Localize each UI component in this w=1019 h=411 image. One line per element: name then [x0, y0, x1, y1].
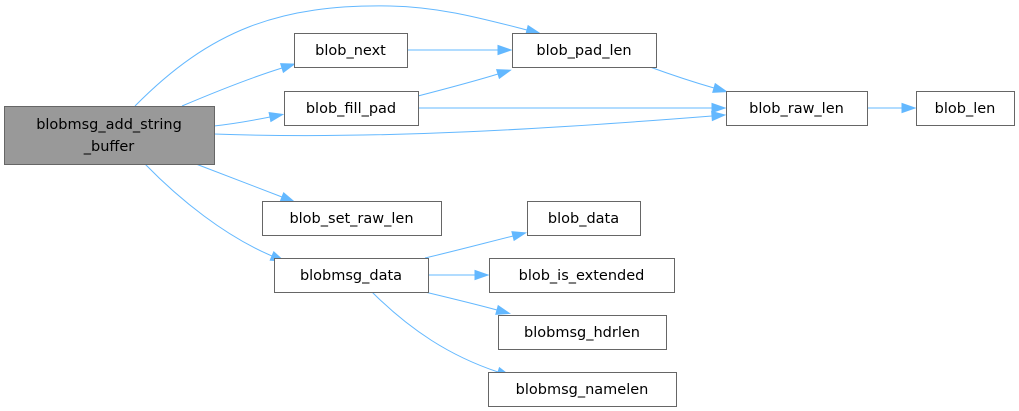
node-blob-next[interactable]: blob_next [294, 33, 408, 68]
node-blobmsg-namelen[interactable]: blobmsg_namelen [488, 372, 677, 407]
edge-line [134, 5, 528, 107]
edge-blob_next-to-blob_pad_len [407, 44, 513, 56]
edges-layer [134, 5, 917, 377]
edge-line [144, 163, 273, 257]
edge-blobmsg_data-to-blobmsg_namelen [371, 291, 512, 377]
node-box [284, 91, 419, 126]
node-box [489, 258, 675, 293]
edge-line [181, 67, 283, 107]
edge-line [424, 291, 498, 311]
node-label: _buffer [83, 139, 135, 155]
node-blob-len[interactable]: blob_len [916, 91, 1015, 126]
node-box [916, 91, 1015, 126]
arrowhead [712, 82, 728, 93]
arrowhead [279, 63, 296, 74]
node-root[interactable]: blobmsg_add_string _buffer [4, 106, 215, 165]
arrowhead [497, 44, 513, 56]
edge-line [195, 163, 283, 198]
edge-line [649, 66, 715, 89]
node-box [512, 33, 657, 68]
node-label: blobmsg_data [300, 268, 402, 284]
node-blobmsg-hdrlen[interactable]: blobmsg_hdrlen [498, 315, 667, 350]
node-label: blob_next [315, 43, 386, 59]
node-box [488, 372, 677, 407]
node-label: blob_fill_pad [306, 101, 396, 117]
node-label: blob_data [548, 211, 619, 227]
arrowhead [279, 191, 296, 203]
node-blob-set-raw-len[interactable]: blob_set_raw_len [262, 201, 442, 236]
node-label: blob_pad_len [536, 43, 631, 59]
node-blobmsg-data[interactable]: blobmsg_data [274, 258, 429, 293]
nodes-layer: blobmsg_add_string _buffer blob_next blob_f… [4, 33, 1015, 407]
node-blob-data[interactable]: blob_data [527, 201, 641, 236]
node-label: blobmsg_namelen [516, 382, 649, 398]
node-box [262, 201, 442, 236]
edge-line [213, 116, 271, 127]
arrowhead [511, 231, 528, 242]
node-blob-fill-pad[interactable]: blob_fill_pad [284, 91, 419, 126]
edge-root-to-blob_next [181, 63, 296, 107]
node-box [274, 258, 429, 293]
edge-blobmsg_data-to-blob_is_extended [427, 269, 490, 281]
node-label: blob_is_extended [519, 268, 645, 284]
arrowhead [495, 69, 512, 80]
node-blob-raw-len[interactable]: blob_raw_len [726, 91, 868, 126]
arrowhead [268, 111, 285, 123]
node-box [527, 201, 641, 236]
arrowhead [901, 102, 917, 114]
node-label: blob_raw_len [749, 101, 844, 117]
edge-line [371, 291, 499, 373]
edge-line [424, 235, 514, 259]
edge-blobmsg_data-to-blob_data [424, 231, 528, 259]
edge-line [417, 73, 499, 97]
arrowhead [711, 110, 727, 122]
node-box [726, 91, 868, 126]
edge-root-to-blob_set_raw_len [195, 163, 296, 203]
node-blob-is-extended[interactable]: blob_is_extended [489, 258, 675, 293]
node-label: blobmsg_add_string [36, 117, 182, 133]
node-blob-pad-len[interactable]: blob_pad_len [512, 33, 657, 68]
node-box [4, 106, 215, 165]
edge-blob_fill_pad-to-blob_raw_len [418, 102, 727, 114]
arrowhead [495, 304, 512, 315]
arrowhead [474, 269, 490, 281]
edge-line [213, 115, 713, 137]
edge-blob_fill_pad-to-blob_pad_len [417, 69, 512, 97]
arrowhead [711, 102, 727, 114]
edge-root-to-blob_fill_pad [213, 111, 285, 127]
edge-blob_raw_len-to-blob_len [866, 102, 917, 114]
node-box [498, 315, 667, 350]
edge-root-to-blob_raw_len [213, 110, 727, 137]
node-label: blob_len [935, 101, 996, 117]
node-label: blobmsg_hdrlen [524, 325, 640, 341]
edge-blobmsg_data-to-blobmsg_hdrlen [424, 291, 512, 315]
edge-blob_pad_len-to-blob_raw_len [649, 66, 728, 93]
node-box [294, 33, 408, 68]
node-label: blob_set_raw_len [289, 211, 413, 227]
